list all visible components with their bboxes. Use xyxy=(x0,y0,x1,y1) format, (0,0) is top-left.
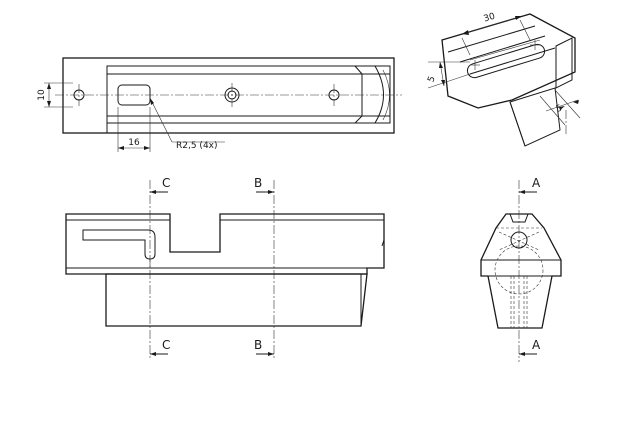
iso-slot xyxy=(466,43,546,79)
front-view-upper-outline xyxy=(65,213,385,275)
side-view xyxy=(480,180,562,362)
top-view xyxy=(44,57,402,152)
section-label-b-top: B xyxy=(254,176,262,190)
section-label-b-bottom: B xyxy=(254,338,262,352)
dim-slot-offset: 16 xyxy=(128,138,140,148)
section-label-c-bottom: C xyxy=(162,338,170,352)
dim-iso-left: 5 xyxy=(426,75,437,84)
front-view-lower-body xyxy=(105,273,368,327)
top-view-outline xyxy=(62,57,395,134)
section-label-a-bottom: A xyxy=(532,338,541,352)
radius-note: R2,5 (4x) xyxy=(176,141,218,151)
isometric-detail xyxy=(427,13,581,147)
front-view xyxy=(65,180,385,360)
top-view-inner-rail xyxy=(106,65,391,124)
dim-iso-right: 5 xyxy=(555,103,564,114)
side-view-outline xyxy=(480,213,562,329)
section-label-c-top: C xyxy=(162,176,170,190)
section-label-a-top: A xyxy=(532,176,541,190)
iso-lower-block xyxy=(509,87,561,147)
dim-top-height: 10 xyxy=(37,89,47,101)
iso-body xyxy=(441,13,576,109)
dim-iso-length: 30 xyxy=(483,12,497,25)
front-l-slot xyxy=(82,229,156,260)
